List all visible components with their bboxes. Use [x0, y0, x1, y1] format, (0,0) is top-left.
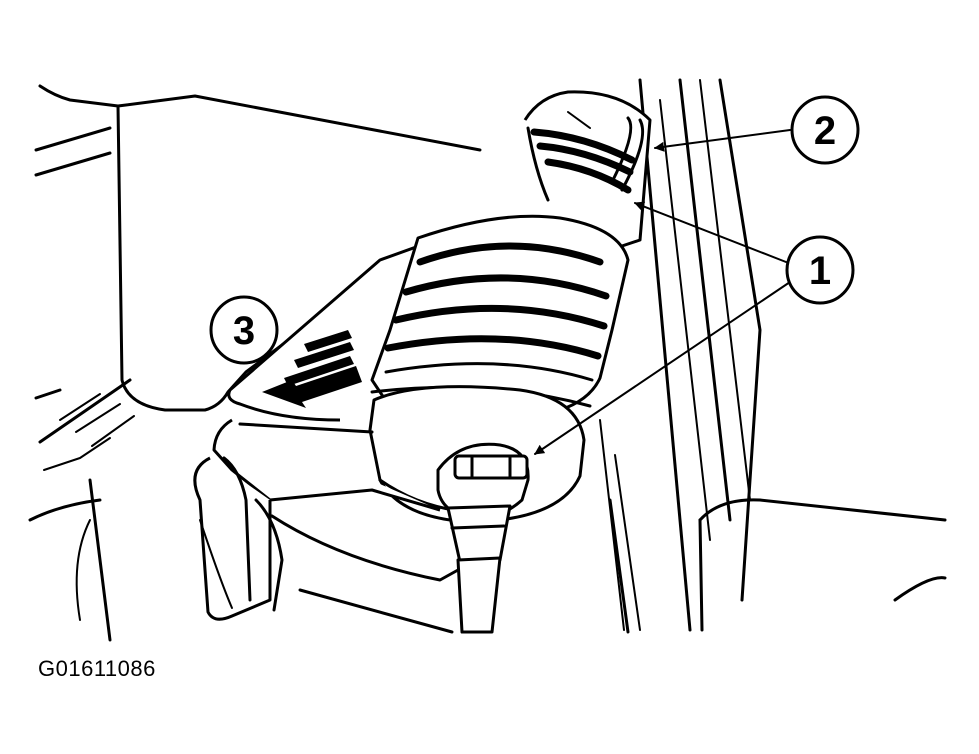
- tie-rod-and-clamp: [436, 442, 530, 634]
- figure-id: G01611086: [38, 656, 156, 681]
- lower-knuckle: [193, 418, 460, 634]
- callout-2-label: 2: [814, 109, 836, 153]
- leader-lines: [534, 129, 791, 455]
- callout-3-label: 3: [233, 309, 255, 353]
- leader-callout-1b: [534, 281, 791, 455]
- callout-1-label: 1: [809, 249, 831, 293]
- callout-3: 3: [209, 295, 279, 365]
- chassis-housing: [28, 84, 482, 642]
- direction-arrow: [262, 330, 362, 408]
- leader-callout-2: [654, 129, 791, 152]
- boot-clamp: [453, 454, 529, 480]
- callout-2: 2: [790, 95, 860, 165]
- frame-rails: [599, 78, 947, 634]
- leader-callout-1a: [634, 201, 787, 263]
- callout-1: 1: [785, 235, 855, 305]
